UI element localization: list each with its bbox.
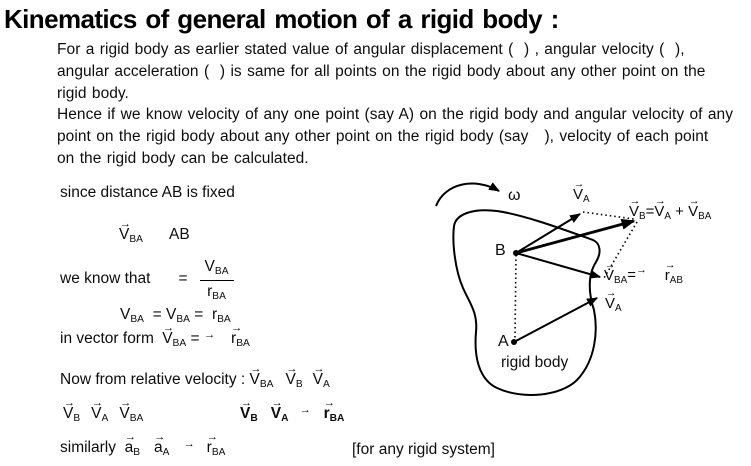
dotted-parallelogram-side xyxy=(603,221,638,279)
vector-vba-from-b xyxy=(515,252,602,279)
rigid-body-diagram: ω B A rigid body V→A V→B=V→A + V→BA V→BA… xyxy=(425,170,751,466)
intro-line: Hence if we know velocity of any one poi… xyxy=(57,106,734,124)
intro-line: angular acceleration ( ) is same for all… xyxy=(57,62,706,80)
rigid-system-note: [for any rigid system] xyxy=(352,441,495,458)
intro-line: point on the rigid body about any other … xyxy=(57,128,709,146)
equation-vector-form: in vector form V→BA = →r→BA xyxy=(60,322,250,350)
va-top-label: V→A xyxy=(573,178,590,205)
point-a xyxy=(511,339,517,345)
rigid-body-label: rigid body xyxy=(501,354,569,371)
we-know-that-label: we know that xyxy=(60,270,151,287)
intro-line: on the rigid body can be calculated. xyxy=(57,149,309,167)
dotted-parallelogram-top xyxy=(582,211,635,220)
vba-equation-label: V→BA=→r→AB xyxy=(604,259,683,286)
intro-line: rigid body. xyxy=(57,84,129,102)
vector-va-from-b xyxy=(515,213,581,254)
omega-label: ω xyxy=(508,187,521,204)
point-b xyxy=(513,250,519,256)
vector-vb-from-b xyxy=(515,218,636,255)
intro-line: For a rigid body as earlier stated value… xyxy=(57,41,685,58)
vector-va-from-a xyxy=(513,297,598,343)
dotted-line-b-to-a xyxy=(514,254,517,340)
vb-equation-label: V→B=V→A + V→BA xyxy=(629,195,712,222)
omega-rotation-arrow xyxy=(435,182,500,207)
diagram-canvas xyxy=(435,182,638,396)
point-a-label: A xyxy=(498,333,509,350)
page-title: Kinematics of general motion of a rigid … xyxy=(4,4,559,34)
va-mid-label: V→A xyxy=(605,287,622,314)
point-b-label: B xyxy=(495,242,506,259)
intro-paragraph: For a rigid body as earlier stated value… xyxy=(57,39,751,170)
rigid-body-outline xyxy=(452,209,601,396)
equation-magnitude: VBA = VBA = rBA xyxy=(120,306,231,326)
since-distance-label: since distance AB is fixed xyxy=(60,184,235,201)
